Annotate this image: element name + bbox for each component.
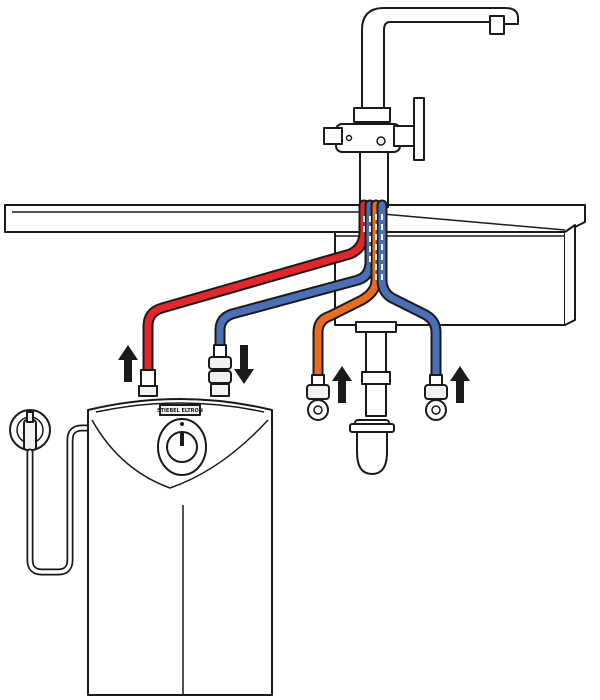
arrow-supply-hot [332, 366, 352, 403]
cold-water-hose-supply [378, 201, 440, 379]
arrow-supply-cold [450, 366, 470, 403]
hoses [142, 199, 442, 381]
heater-fittings [138, 344, 232, 397]
flow-arrow-icon [332, 366, 352, 403]
hot-water-hose [144, 201, 368, 374]
water-heater-icon: STIEBEL ELTRON [87, 398, 273, 696]
tap-faucet-icon [323, 7, 519, 208]
angle-valve-icon [424, 374, 448, 421]
flow-arrow-icon [118, 345, 138, 382]
cold-water-hose-heater [216, 201, 374, 349]
arrow-heater-cold-inlet [234, 345, 254, 384]
flow-arrow-icon [234, 345, 254, 384]
power-cable [26, 424, 96, 576]
arrow-heater-hot-outlet [118, 345, 138, 382]
drain-trap-icon [349, 321, 397, 475]
angle-valve-icon [306, 374, 330, 421]
brand-label: STIEBEL ELTRON [157, 408, 203, 414]
countertop [4, 204, 586, 233]
flow-arrow-icon [450, 366, 470, 403]
mixed-water-hose [314, 201, 380, 379]
wall-socket-icon [9, 409, 51, 451]
